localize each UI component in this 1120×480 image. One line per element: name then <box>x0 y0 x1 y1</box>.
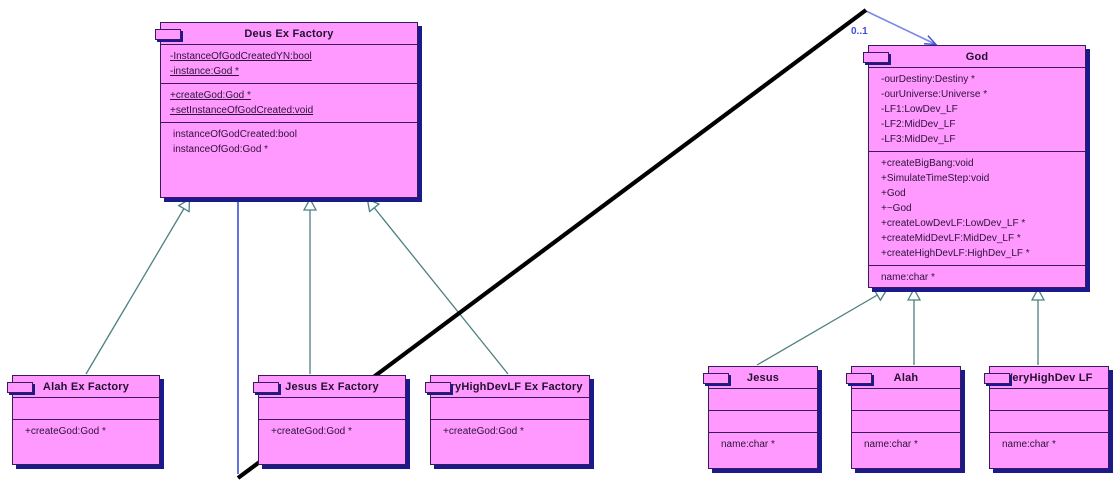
class-name-veryhighdevlf-ex-factory: VeryHighDevLF Ex Factory <box>437 381 583 393</box>
compartment-1: -InstanceOfGodCreatedYN:bool -instance:Go… <box>161 44 417 83</box>
class-member: name:char * <box>881 272 935 283</box>
compartment-3: name:char * <box>990 432 1108 456</box>
compartment-2: +createBigBang:void +SimulateTimeStep:voi… <box>869 151 1085 265</box>
class-member: -LF2:MidDev_LF <box>881 119 956 130</box>
class-tab-icon <box>846 373 872 384</box>
class-tab-icon <box>863 52 889 63</box>
class-member: -InstanceOfGodCreatedYN:bool <box>170 51 312 62</box>
class-name-deus-ex-factory: Deus Ex Factory <box>244 28 334 40</box>
compartment-2: +createGod:God * <box>431 419 589 443</box>
compartment-1 <box>13 397 159 419</box>
class-name-alah-ex-factory: Alah Ex Factory <box>42 381 130 393</box>
class-name-alah: Alah <box>893 372 919 384</box>
class-member: instanceOfGod:God * <box>173 144 269 155</box>
compartment-3: name:char * <box>869 265 1085 289</box>
class-tab-icon <box>253 382 279 393</box>
uml-class-deus-ex-factory[interactable]: Deus Ex Factory -InstanceOfGodCreatedYN:b… <box>155 22 418 198</box>
uml-class-jesus-ex-factory[interactable]: Jesus Ex Factory +createGod:God * <box>253 375 406 465</box>
class-member: +createHighDevLF:HighDev_LF * <box>881 248 1030 259</box>
uml-class-alah[interactable]: Alah name:char * <box>846 366 961 469</box>
class-member: +createBigBang:void <box>881 158 974 169</box>
uml-class-alah-ex-factory[interactable]: Alah Ex Factory +createGod:God * <box>7 375 160 465</box>
compartment-3: instanceOfGodCreated:bool instanceOfGod:G… <box>161 122 417 161</box>
class-member: +SimulateTimeStep:void <box>881 173 990 184</box>
compartment-2 <box>990 410 1108 432</box>
class-tab-icon <box>155 29 181 40</box>
class-member: -ourDestiny:Destiny * <box>881 74 975 85</box>
class-tab-icon <box>425 382 451 393</box>
generalization-alah-ex-factory <box>85 200 189 375</box>
class-member: -instance:God * <box>170 66 239 77</box>
generalization-veryhighdevlf-ex-factory <box>368 200 509 375</box>
class-member: +createGod:God * <box>271 426 352 437</box>
class-member: +createGod:God * <box>443 426 524 437</box>
class-tab-icon <box>703 373 729 384</box>
compartment-3: name:char * <box>852 432 960 456</box>
class-name-god: God <box>965 51 989 63</box>
compartment-1 <box>709 388 817 410</box>
class-member: -LF1:LowDev_LF <box>881 104 958 115</box>
class-member: +createMidDevLF:MidDev_LF * <box>881 233 1021 244</box>
class-member: +~God <box>881 203 912 214</box>
class-member: +createGod:God * <box>170 90 251 101</box>
class-member: name:char * <box>864 439 918 450</box>
compartment-2: +createGod:God * <box>259 419 405 443</box>
compartment-2 <box>852 410 960 432</box>
class-name-veryhighdev-lf: VeryHighDev LF <box>1005 372 1093 384</box>
compartment-2: +createGod:God * +setInstanceOfGodCreated… <box>161 83 417 122</box>
class-member: name:char * <box>721 439 775 450</box>
class-member: +setInstanceOfGodCreated:void <box>170 105 314 116</box>
class-tab-icon <box>984 373 1010 384</box>
class-tab-icon <box>7 382 33 393</box>
compartment-1 <box>259 397 405 419</box>
class-member: +createGod:God * <box>25 426 106 437</box>
compartment-1: -ourDestiny:Destiny * -ourUniverse:Univer… <box>869 67 1085 151</box>
class-member: -LF3:MidDev_LF <box>881 134 956 145</box>
class-member: +God <box>881 188 906 199</box>
uml-class-veryhighdevlf-ex-factory[interactable]: VeryHighDevLF Ex Factory +createGod:God * <box>425 375 590 465</box>
uml-class-veryhighdev-lf[interactable]: VeryHighDev LF name:char * <box>984 366 1109 469</box>
class-member: +createLowDevLF:LowDev_LF * <box>881 218 1026 229</box>
label-multiplicity-0-1: 0..1 <box>851 26 868 37</box>
compartment-3: name:char * <box>709 432 817 456</box>
generalization-jesus <box>756 290 886 366</box>
class-name-jesus-ex-factory: Jesus Ex Factory <box>285 381 379 393</box>
compartment-1 <box>431 397 589 419</box>
class-member: instanceOfGodCreated:bool <box>173 129 297 140</box>
class-member: -ourUniverse:Universe * <box>881 89 988 100</box>
uml-class-god[interactable]: God -ourDestiny:Destiny * -ourUniverse:Uni… <box>863 45 1086 289</box>
compartment-1 <box>990 388 1108 410</box>
class-member: name:char * <box>1002 439 1056 450</box>
compartment-2: +createGod:God * <box>13 419 159 443</box>
compartment-2 <box>709 410 817 432</box>
compartment-1 <box>852 388 960 410</box>
